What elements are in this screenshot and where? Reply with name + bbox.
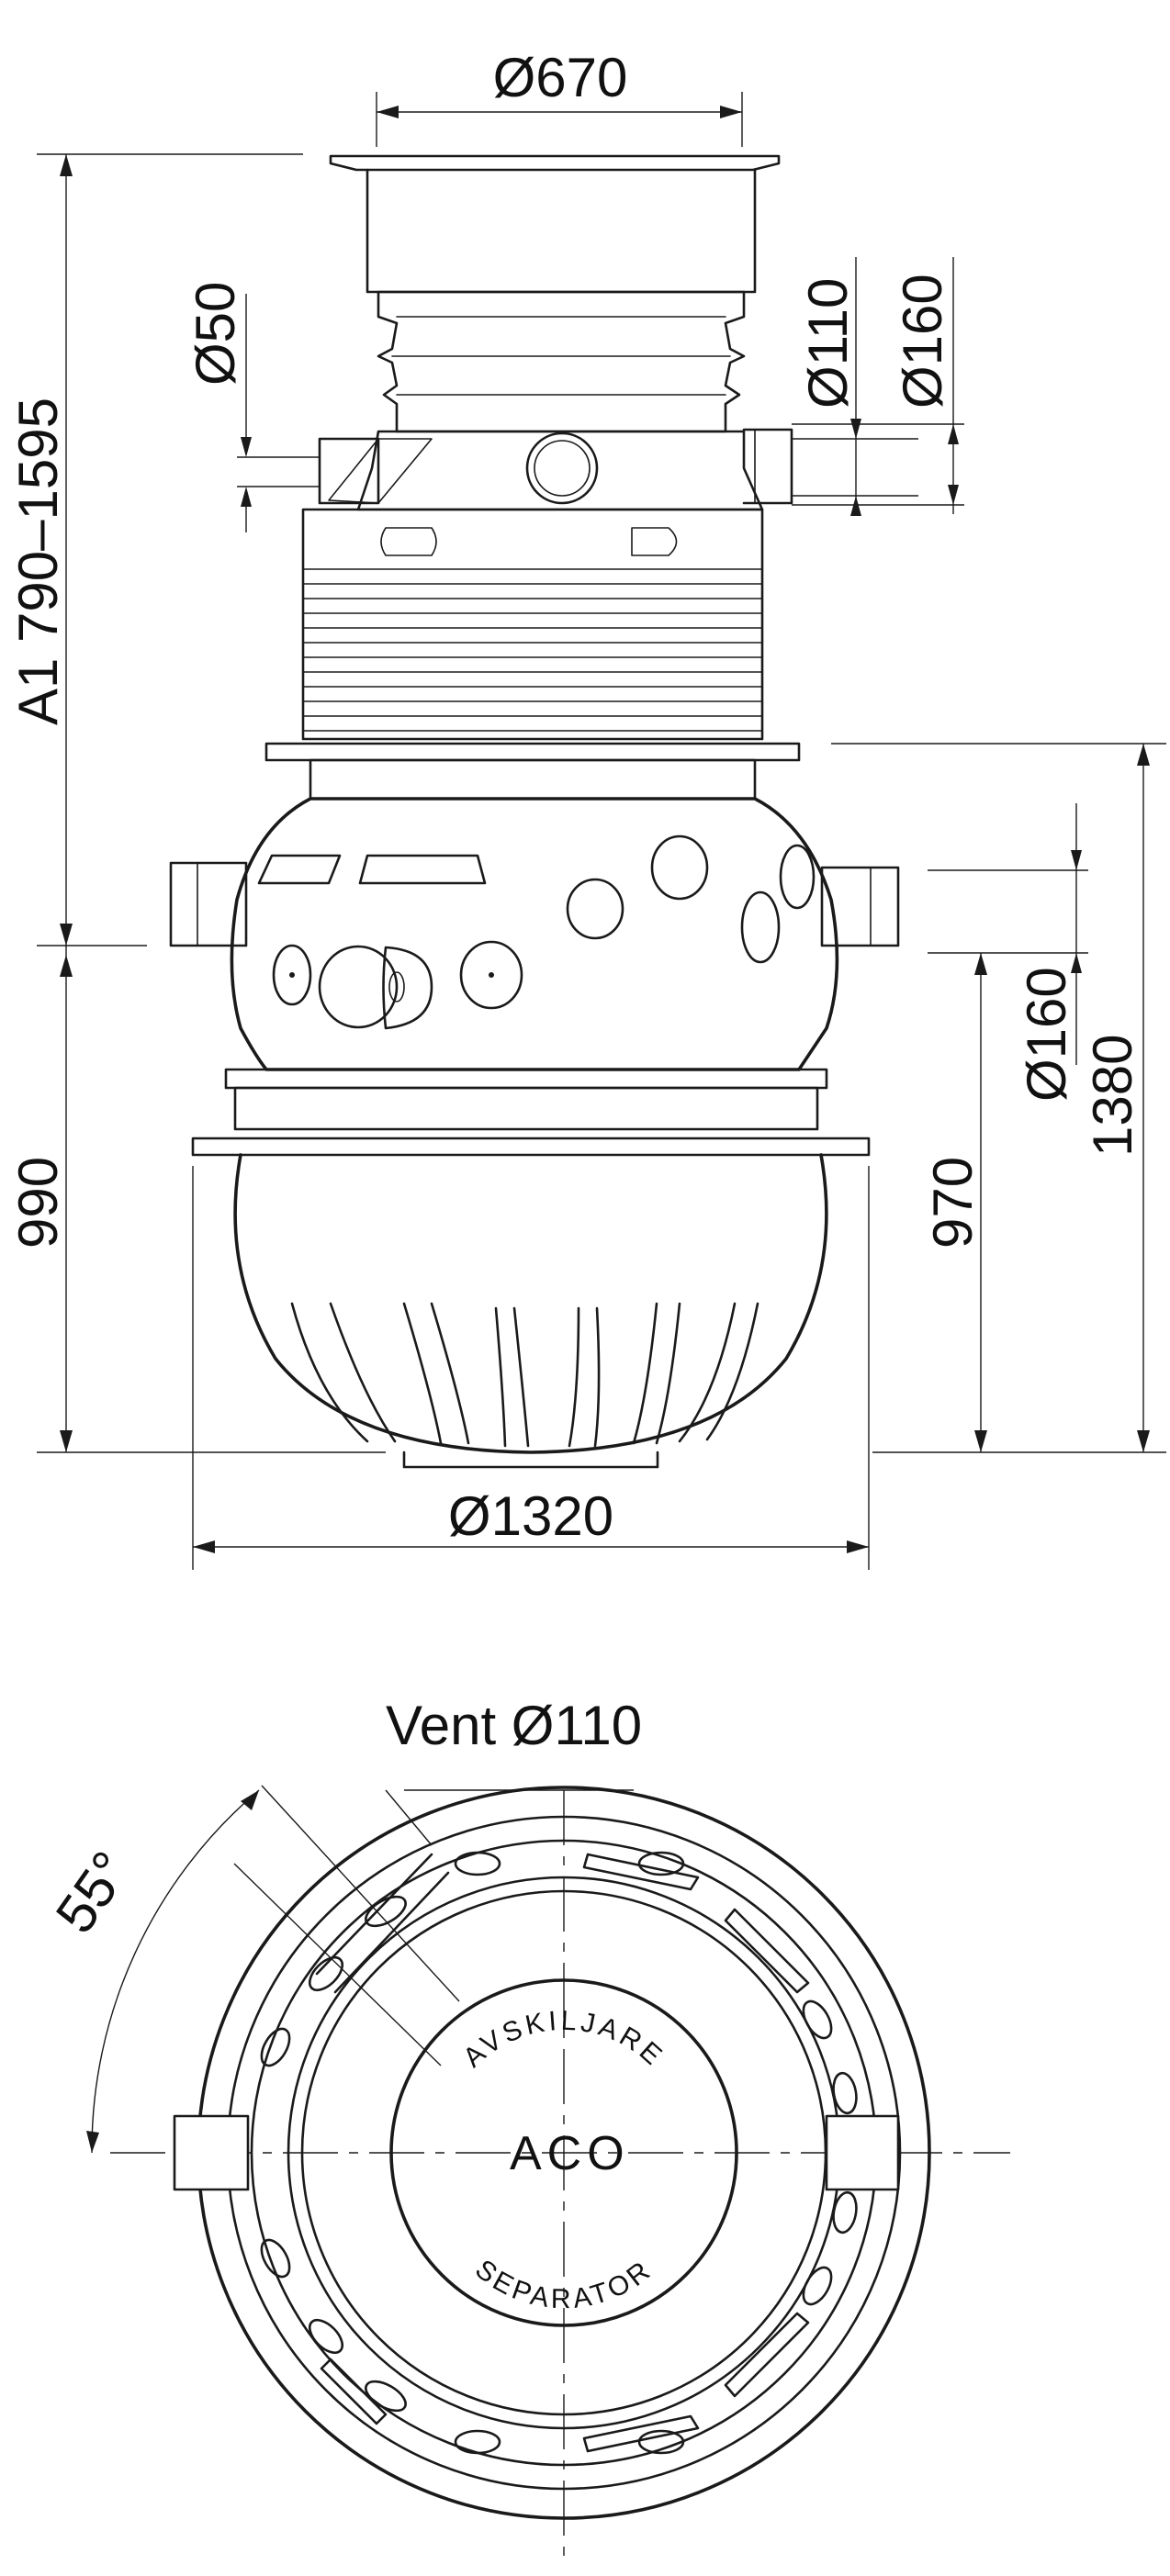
top-view: 55° Vent Ø110 ACO AVSKILJARE SEPARATOR <box>44 1695 1010 2561</box>
dim-body-diameter: Ø1320 <box>448 1485 613 1547</box>
top-collar <box>329 154 781 294</box>
dim-top-diameter: Ø670 <box>493 47 628 108</box>
upper-flange <box>264 742 801 801</box>
dim-height-1380: 1380 <box>1082 1035 1143 1157</box>
lid-logo: ACO <box>510 2127 630 2180</box>
dim-height-a1: A1 790–1595 <box>7 398 69 725</box>
dim-pipe-160-top: Ø160 <box>892 274 953 409</box>
lower-riser <box>301 508 764 741</box>
dim-pipe-160-side: Ø160 <box>1016 967 1077 1102</box>
bottom-dome <box>233 1153 828 1469</box>
dim-height-990: 990 <box>7 1157 69 1249</box>
side-view: Ø670 Ø50 Ø110 Ø160 A1 790–1595 990 970 Ø… <box>7 47 1166 1570</box>
vent-label: Vent Ø110 <box>386 1695 642 1756</box>
dim-height-970: 970 <box>922 1157 984 1249</box>
lid-circle <box>389 1978 738 2327</box>
tank-body <box>169 797 900 1157</box>
middle-housing <box>318 428 793 511</box>
upper-riser <box>377 290 746 433</box>
dim-vent-110: Ø110 <box>797 278 859 409</box>
angle-label: 55° <box>44 1841 142 1944</box>
dimension-lines <box>37 92 1166 1570</box>
dim-vent-small: Ø50 <box>185 282 246 386</box>
